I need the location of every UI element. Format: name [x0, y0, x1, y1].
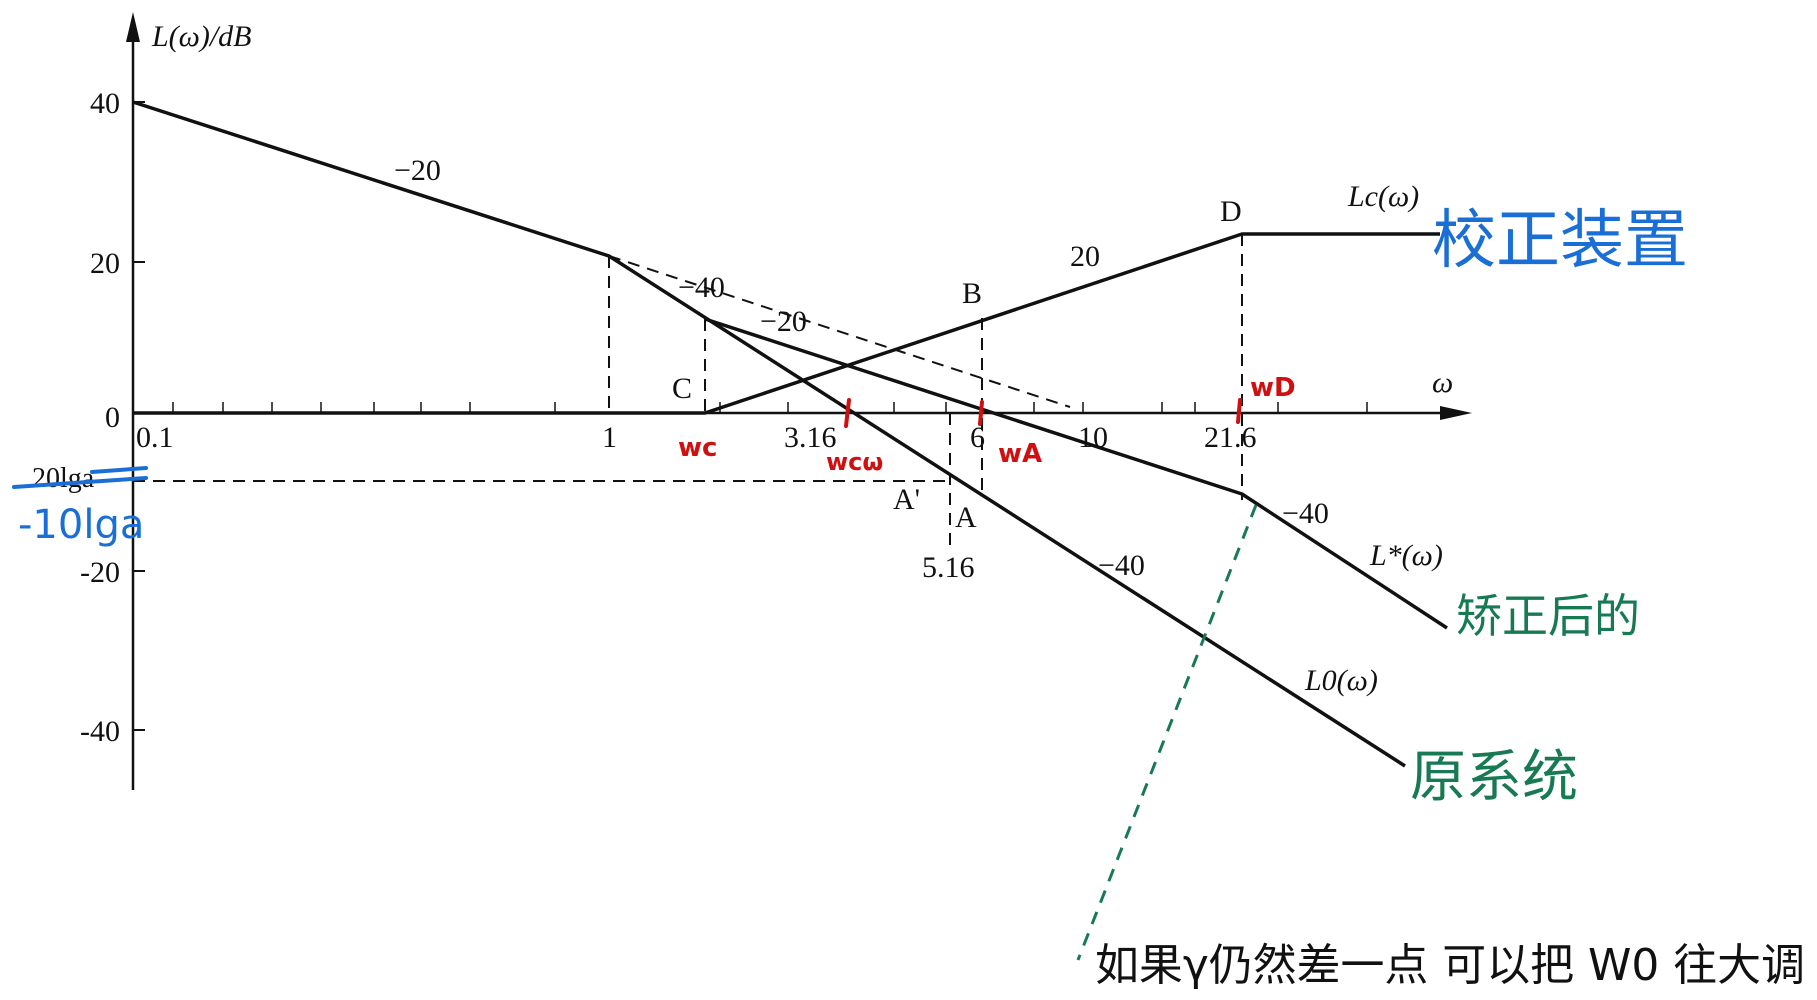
curve-Lc: [133, 232, 1440, 415]
label-Lstar: L*(ω): [1369, 539, 1443, 572]
y-tick-minus20: -20: [80, 556, 120, 589]
red-marks: [844, 398, 1242, 428]
green-lstar-note: 矫正后的: [1456, 589, 1640, 643]
curve-L0: [132, 100, 1406, 768]
y-tick-20: 20: [90, 247, 120, 280]
red-label-wd: wD: [1250, 373, 1296, 403]
green-l0-note: 原系统: [1410, 745, 1578, 810]
y-axis-arrow: [126, 12, 140, 42]
left-marker-20lga: 20lga: [32, 463, 95, 494]
point-C: C: [672, 372, 692, 405]
point-A: A: [955, 501, 977, 534]
curve-Lstar: [704, 317, 1448, 630]
x-minor-ticks: [172, 402, 1368, 413]
point-B: B: [962, 277, 982, 310]
red-label-wcw: wcω: [826, 448, 883, 476]
y-ticks: [133, 101, 145, 731]
x-tick-0-1: 0.1: [136, 421, 174, 454]
x-tick-5-16: 5.16: [922, 551, 975, 584]
blue-lc-note: 校正装置: [1432, 204, 1688, 278]
red-tick-wa: [978, 400, 984, 426]
green-dashed-pointer: [1076, 504, 1258, 961]
red-label-wc: wc: [678, 433, 717, 463]
x-tick-1: 1: [602, 421, 617, 454]
y-tick-minus40: -40: [80, 715, 120, 748]
bottom-note: 如果γ仍然差一点 可以把 W0 往大调: [1095, 940, 1805, 991]
slope-label-2: −40: [678, 271, 725, 304]
y-tick-0: 0: [105, 401, 120, 434]
x-tick-3-16: 3.16: [784, 421, 837, 454]
slope-label-3: −20: [760, 305, 807, 338]
guide-minus20-extension: [608, 255, 1071, 408]
x-axis-arrow: [1440, 406, 1472, 420]
red-tick-wd: [1236, 398, 1242, 424]
label-L0: L0(ω): [1304, 664, 1378, 697]
red-label-wa: wA: [998, 439, 1042, 469]
x-tick-21-6: 21.6: [1204, 421, 1257, 454]
y-tick-40: 40: [90, 87, 120, 120]
slope-label-5: −40: [1098, 549, 1145, 582]
x-axis-label: ω: [1432, 366, 1453, 399]
y-axis-label: L(ω)/dB: [151, 20, 252, 53]
blue-minus10lga: -10lga: [18, 502, 144, 548]
blue-strike: [12, 466, 148, 489]
point-D: D: [1220, 195, 1242, 228]
red-tick-wc: [844, 398, 851, 428]
slope-label-6: −40: [1282, 497, 1329, 530]
point-A-prime: A': [893, 483, 920, 516]
dashed-guides: [133, 234, 1243, 550]
label-Lc: Lc(ω): [1347, 180, 1419, 213]
slope-label-4: 20: [1070, 240, 1100, 273]
slope-label-1: −20: [394, 154, 441, 187]
